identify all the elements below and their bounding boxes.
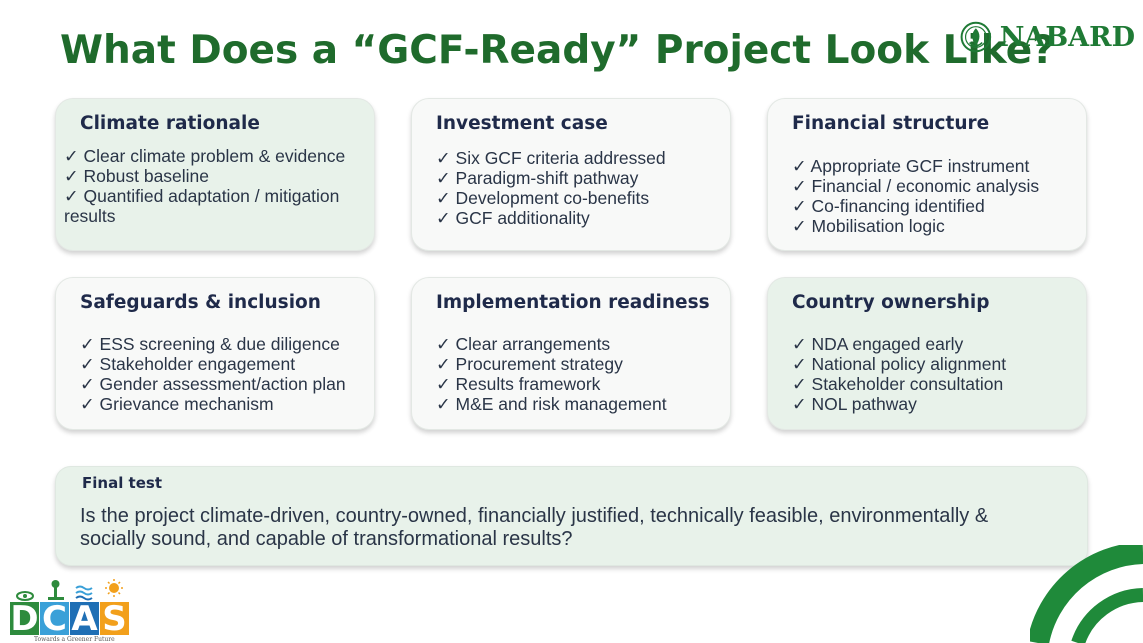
list-item: ✓ Appropriate GCF instrument [792, 156, 1030, 176]
card-investment-case: Investment case ✓ Six GCF criteria addre… [411, 98, 731, 251]
list-item: ✓ Six GCF criteria addressed [436, 148, 666, 168]
list-item: ✓ Mobilisation logic [792, 216, 945, 236]
card-country-ownership: Country ownership ✓ NDA engaged early ✓ … [767, 277, 1087, 430]
list-item: ✓ GCF additionality [436, 208, 590, 228]
slide-title: What Does a “GCF-Ready” Project Look Lik… [60, 28, 1055, 73]
list-item: ✓ Clear climate problem & evidence [64, 146, 346, 166]
list-item: ✓ Financial / economic analysis [792, 176, 1040, 196]
card-heading: Implementation readiness [436, 292, 710, 313]
list-item: ✓ Robust baseline [64, 166, 210, 186]
list-item: ✓ Clear arrangements [436, 334, 611, 354]
list-item: ✓ Paradigm-shift pathway [436, 168, 639, 188]
final-test-text: Is the project climate-driven, country-o… [80, 505, 989, 550]
sun-icon [105, 579, 123, 597]
card-implementation-readiness: Implementation readiness ✓ Clear arrange… [411, 277, 731, 430]
dcas-letter-c: C [40, 599, 69, 639]
card-heading: Financial structure [792, 113, 990, 134]
list-item: ✓ NOL pathway [792, 394, 917, 414]
card-climate-rationale: Climate rationale ✓ Clear climate proble… [55, 98, 375, 251]
nabard-emblem-icon [960, 21, 992, 53]
card-safeguards-inclusion: Safeguards & inclusion ✓ ESS screening &… [55, 277, 375, 430]
list-item: ✓ Gender assessment/action plan [80, 374, 346, 394]
dcas-letters: D C A S [10, 598, 130, 639]
list-item: ✓ M&E and risk management [436, 394, 667, 414]
list-item: ✓ Procurement strategy [436, 354, 623, 374]
dcas-letter-a: A [70, 598, 99, 639]
nabard-logo: NABARD [960, 14, 1135, 60]
card-heading: Safeguards & inclusion [80, 292, 321, 313]
card-heading: Country ownership [792, 292, 990, 313]
list-item: ✓ NDA engaged early [792, 334, 964, 354]
water-icon [75, 585, 93, 601]
list-item: ✓ ESS screening & due diligence [80, 334, 340, 354]
dcas-logo: D C A S Towards a Greener Future [10, 578, 135, 643]
list-item: ✓ National policy alignment [792, 354, 1007, 374]
list-item: ✓ Stakeholder engagement [80, 354, 296, 374]
list-item: ✓ Stakeholder consultation [792, 374, 1004, 394]
list-item: ✓ Quantified adaptation / mitigation res… [64, 186, 340, 226]
card-financial-structure: Financial structure ✓ Appropriate GCF in… [767, 98, 1087, 251]
decorative-swoosh-icon [1030, 545, 1143, 643]
dcas-letter-d: D [10, 598, 39, 639]
list-item: ✓ Results framework [436, 374, 601, 394]
list-item: ✓ Grievance mechanism [80, 394, 274, 414]
final-test-heading: Final test [82, 474, 162, 492]
dcas-icons [16, 579, 123, 601]
card-list: ✓ NDA engaged early ✓ National policy al… [792, 334, 1078, 414]
card-list: ✓ Clear arrangements ✓ Procurement strat… [436, 334, 722, 414]
list-item: ✓ Co-financing identified [792, 196, 985, 216]
card-heading: Investment case [436, 113, 608, 134]
card-list: ✓ Clear climate problem & evidence ✓ Rob… [64, 146, 366, 226]
brand-name: NABARD [999, 21, 1135, 53]
card-list: ✓ ESS screening & due diligence ✓ Stakeh… [80, 334, 366, 414]
dcas-letter-s: S [100, 599, 129, 639]
card-list: ✓ Appropriate GCF instrument ✓ Financial… [792, 156, 1078, 236]
dcas-tagline: Towards a Greener Future [34, 636, 115, 643]
eye-icon [16, 591, 34, 601]
card-heading: Climate rationale [80, 113, 260, 134]
list-item: ✓ Development co-benefits [436, 188, 650, 208]
final-test-panel: Final test Is the project climate-driven… [55, 466, 1088, 566]
card-list: ✓ Six GCF criteria addressed ✓ Paradigm-… [436, 148, 722, 228]
tree-icon [48, 580, 64, 600]
